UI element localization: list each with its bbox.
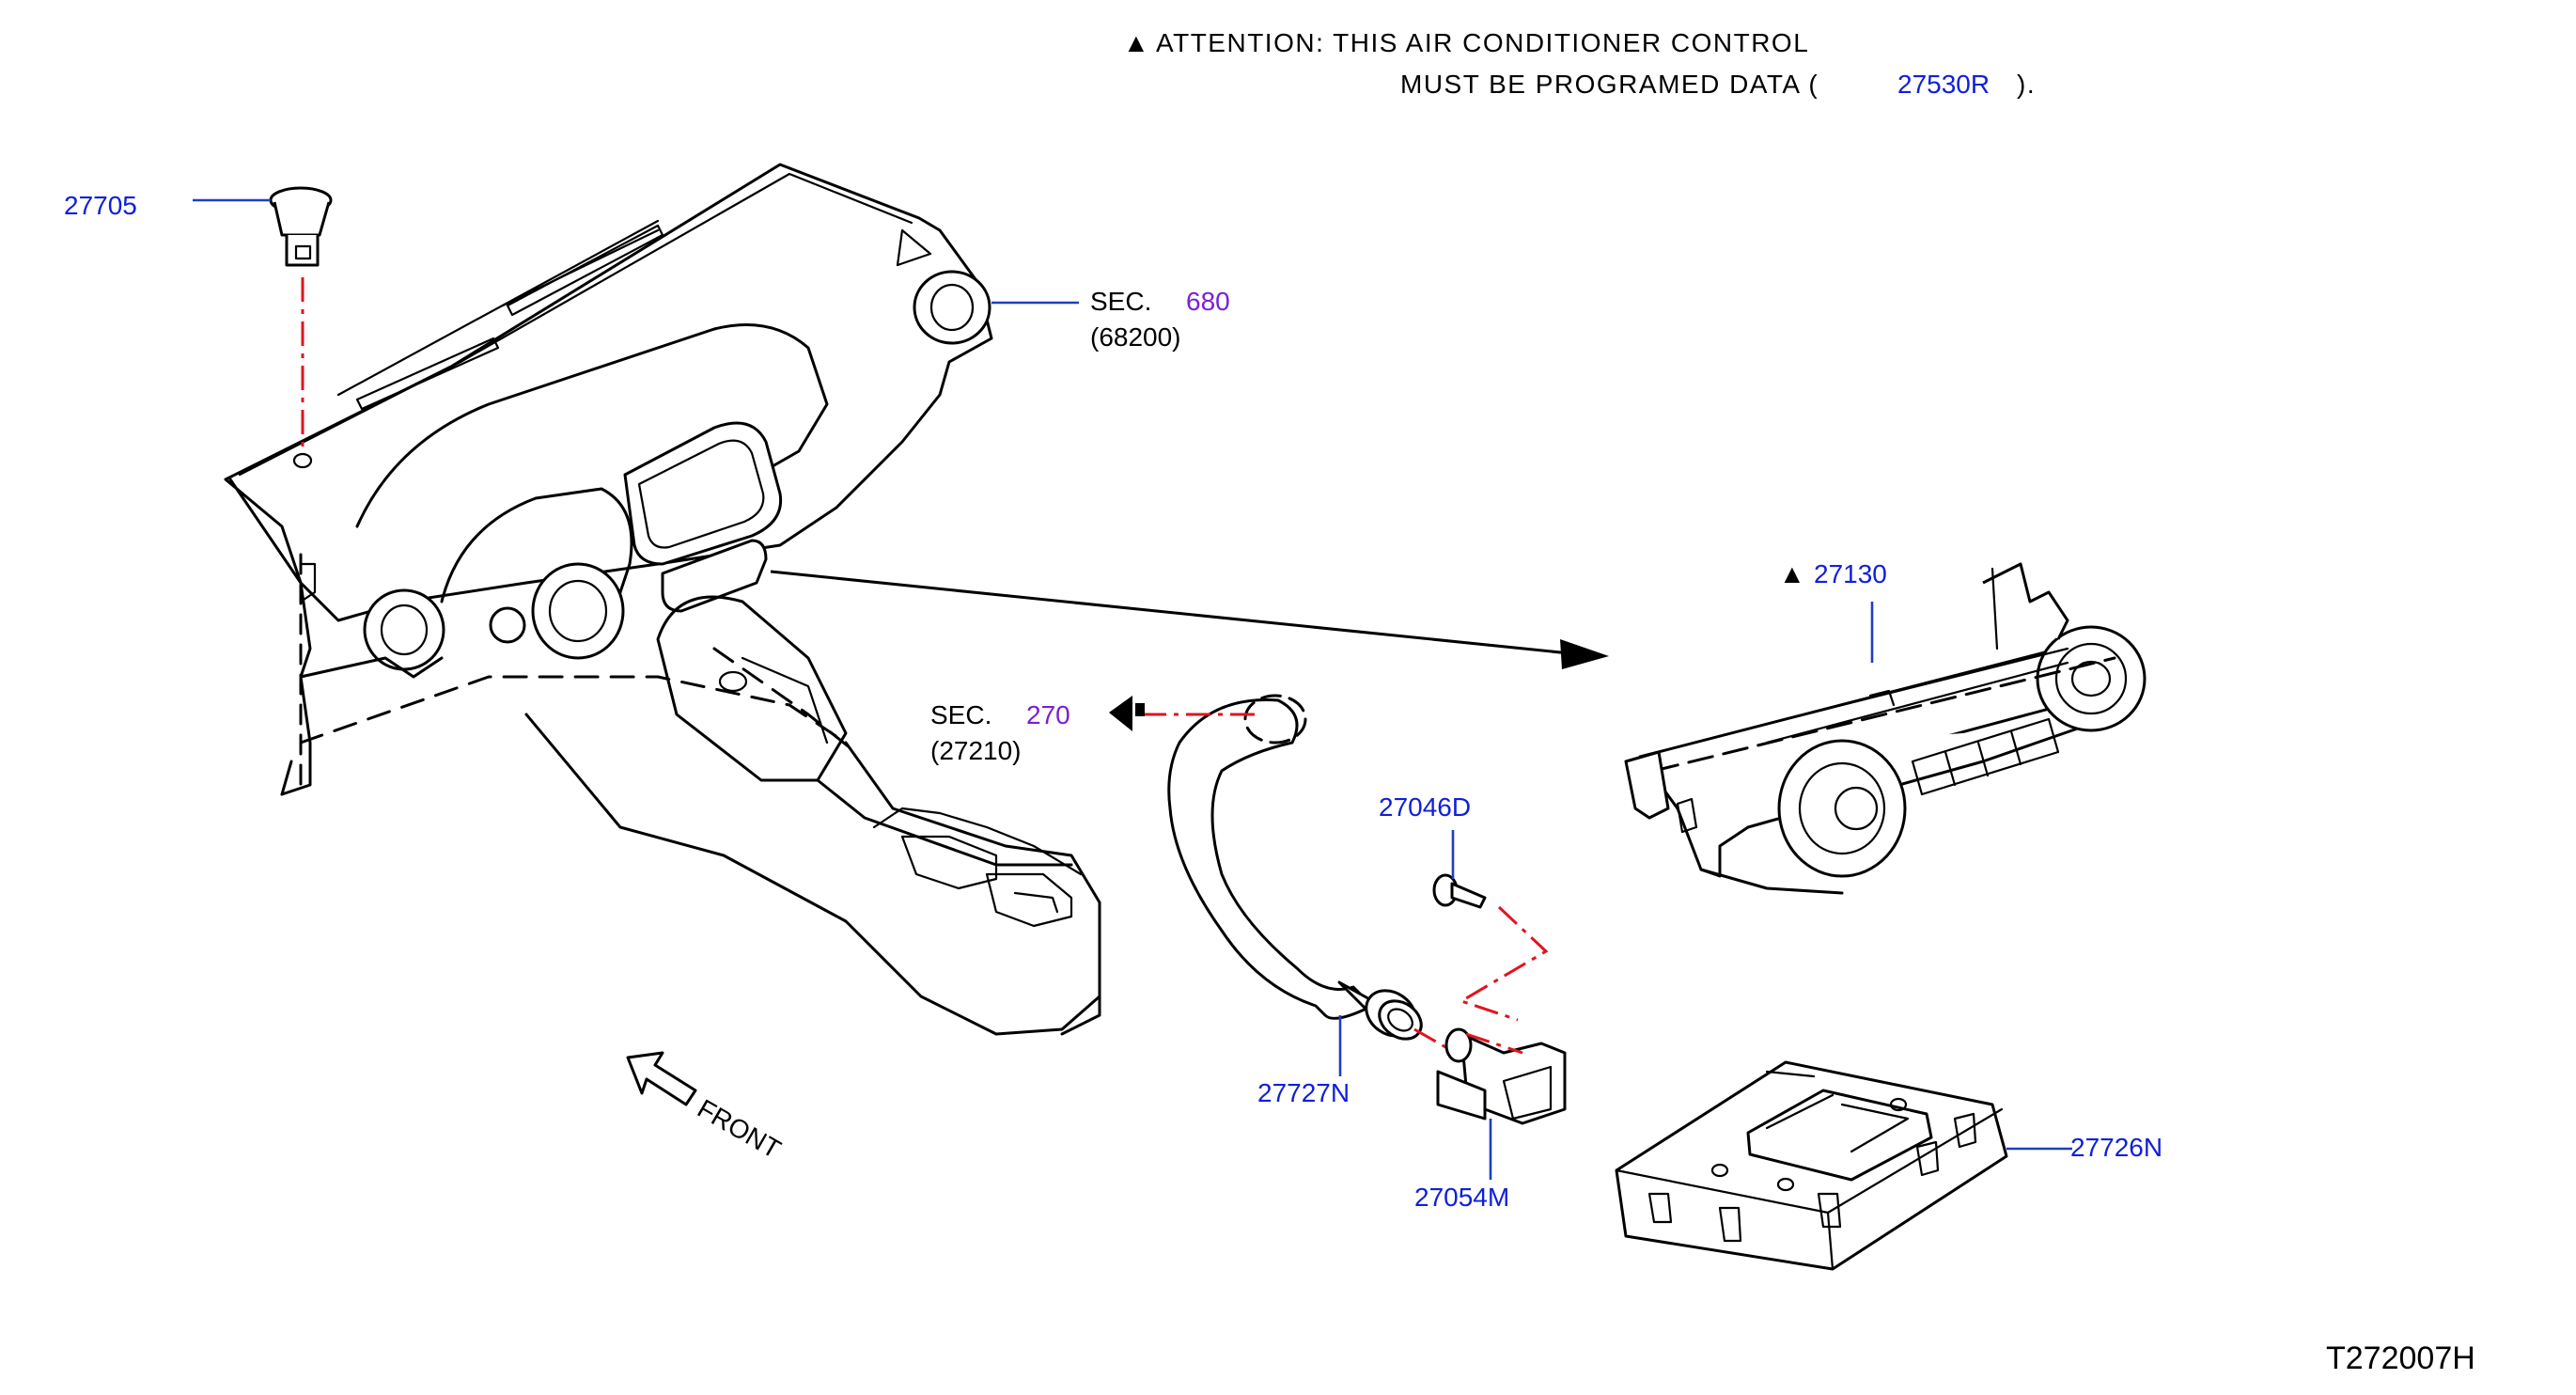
label-27727N[interactable]: 27727N <box>1257 1078 1350 1107</box>
part-27705-sensor[interactable] <box>269 186 333 469</box>
part-27727N-fitting[interactable] <box>1337 980 1448 1050</box>
instrument-panel <box>224 163 1101 1036</box>
sec-270-sub: (27210) <box>930 736 1022 765</box>
panel-to-control-arrow <box>770 570 1609 669</box>
sec-680-number[interactable]: 680 <box>1186 287 1230 316</box>
label-27130-triangle-icon: ▲ <box>1779 559 1805 588</box>
sec-270-number[interactable]: 270 <box>1026 700 1070 729</box>
label-27130[interactable]: 27130 <box>1814 559 1887 588</box>
part-27054M-sensor[interactable] <box>1436 1027 1567 1125</box>
part-27046D-screw[interactable] <box>1432 873 1549 1022</box>
sec-270-prefix: SEC. <box>930 700 991 729</box>
label-27046D[interactable]: 27046D <box>1379 792 1471 822</box>
attention-triangle-icon: ▲ <box>1123 28 1150 57</box>
attention-line-1: ATTENTION: THIS AIR CONDITIONER CONTROL <box>1156 28 1809 57</box>
leader-lines <box>193 198 2072 1180</box>
attention-part-link[interactable]: 27530R <box>1897 70 1990 99</box>
part-27726N-module[interactable] <box>1615 1060 2008 1271</box>
label-27054M[interactable]: 27054M <box>1414 1183 1509 1212</box>
attention-note: ▲ ATTENTION: THIS AIR CONDITIONER CONTRO… <box>1123 28 2036 99</box>
attention-line-2-suffix: ). <box>2017 70 2036 99</box>
sec-680-sub: (68200) <box>1090 322 1181 352</box>
label-27726N[interactable]: 27726N <box>2070 1133 2162 1162</box>
front-label: FRONT <box>693 1093 786 1164</box>
sec-680-prefix: SEC. <box>1090 287 1151 316</box>
front-arrow: FRONT <box>626 1051 786 1164</box>
diagram-code: T272007H <box>2326 1340 2475 1376</box>
attention-line-2-prefix: MUST BE PROGRAMED DATA ( <box>1400 70 1819 99</box>
ac-control-unit[interactable] <box>1624 562 2147 895</box>
air-duct <box>1109 694 1374 1020</box>
label-27705[interactable]: 27705 <box>64 191 137 220</box>
